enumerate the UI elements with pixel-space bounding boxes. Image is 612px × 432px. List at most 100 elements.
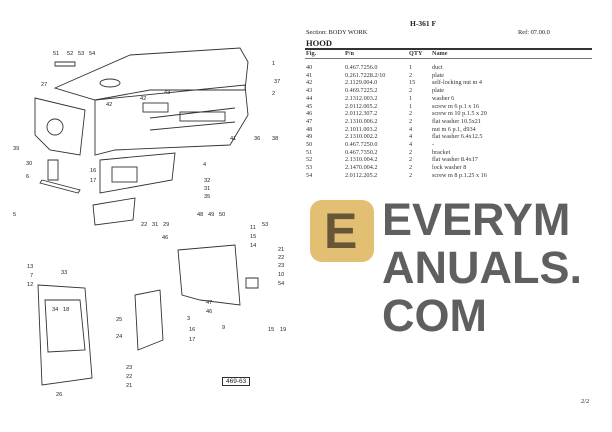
page-number: 2/2 — [581, 398, 590, 405]
callout-42: 42 — [106, 102, 112, 108]
cell-pn: 2.1312.003.2 — [345, 94, 378, 102]
callout-1: 1 — [272, 61, 275, 67]
model-title: H-361 F — [410, 19, 437, 28]
callout-21: 21 — [278, 247, 284, 253]
callout-41: 41 — [230, 136, 236, 142]
callout-6: 6 — [26, 174, 29, 180]
callout-46: 46 — [162, 235, 168, 241]
callout-4: 4 — [203, 162, 206, 168]
cell-pn: 2.1310.002.2 — [345, 133, 378, 141]
callout-15: 15 — [250, 234, 256, 240]
watermark-text: EVERYMANUALS.COM — [382, 194, 582, 341]
callout-38: 38 — [272, 136, 278, 142]
cell-name: self-locking nut m 4 — [432, 79, 483, 87]
diagram-ref-code: 469-63 — [222, 377, 251, 386]
cell-fig: 52 — [306, 156, 313, 164]
hood-top-panel — [53, 47, 249, 101]
cell-qty: 2 — [409, 110, 413, 118]
cell-name: lock washer 8 — [432, 164, 467, 172]
callout-54: 54 — [278, 281, 284, 287]
callout-22: 22 — [278, 255, 284, 261]
cell-fig: 53 — [306, 164, 313, 172]
col-pn: P/n — [345, 50, 354, 57]
callout-35: 35 — [204, 194, 210, 200]
cell-fig: 40 — [306, 64, 313, 71]
cell-fig: 48 — [306, 125, 313, 133]
callout-15: 15 — [268, 327, 274, 333]
cell-qty: 2 — [409, 164, 413, 172]
cell-fig: 45 — [306, 102, 313, 110]
cell-pn: 0.467.7256.0 — [345, 64, 378, 71]
cell-qty: 2 — [409, 148, 413, 156]
callout-13: 13 — [27, 264, 33, 270]
callout-17: 17 — [90, 178, 96, 184]
cell-pn: 0.467.7350.2 — [345, 148, 378, 156]
cell-name: screw m 10 p.1.5 x 20 — [432, 110, 487, 118]
cell-name: plate — [432, 87, 445, 95]
cell-fig: 51 — [306, 148, 313, 156]
cell-name: duct — [432, 64, 443, 71]
callout-29: 29 — [163, 222, 169, 228]
side-panel-9 — [177, 244, 241, 306]
callout-22: 22 — [126, 374, 132, 380]
callout-53: 53 — [78, 51, 84, 57]
callout-22: 22 — [141, 222, 147, 228]
cell-pn: 2.1011.003.2 — [345, 125, 378, 133]
cell-qty: 2 — [409, 71, 413, 79]
side-cover-4 — [99, 152, 176, 194]
cell-pn: 2.0112.307.2 — [345, 110, 378, 118]
side-panel-3 — [134, 289, 164, 351]
cell-name: flat washer 8.4x17 — [432, 156, 478, 164]
callout-2: 2 — [272, 91, 275, 97]
header-rule-bottom — [305, 58, 592, 59]
cell-fig: 49 — [306, 133, 313, 141]
callout-46: 46 — [206, 309, 212, 315]
callout-16: 16 — [189, 327, 195, 333]
callout-30: 30 — [26, 161, 32, 167]
cell-qty: 2 — [409, 156, 413, 164]
col-fig: Fig. — [306, 50, 317, 57]
cell-pn: 0.469.7225.2 — [345, 87, 378, 95]
callout-14: 14 — [250, 243, 256, 249]
callout-11: 11 — [250, 225, 256, 231]
cell-qty: 15 — [409, 79, 416, 87]
cell-pn: 0.261.7228.2/10 — [345, 71, 386, 79]
cell-pn: 2.1310.004.2 — [345, 156, 378, 164]
cell-fig: 50 — [306, 141, 313, 148]
callout-52: 52 — [67, 51, 73, 57]
table-row: 51 0.467.7350.2 2 bracket — [305, 149, 592, 157]
callout-36: 36 — [254, 136, 260, 142]
cell-qty: 4 — [409, 133, 413, 141]
callout-49: 49 — [208, 212, 214, 218]
watermark-logo-letter: E — [324, 203, 358, 259]
callout-47: 47 — [206, 300, 212, 306]
callout-7: 7 — [30, 273, 33, 279]
callout-27: 27 — [41, 82, 47, 88]
cell-pn: 0.467.7250.0 — [345, 141, 378, 148]
callout-39: 39 — [13, 146, 19, 152]
cell-qty: 4 — [409, 125, 413, 133]
callout-31: 31 — [204, 186, 210, 192]
callout-21: 21 — [126, 383, 132, 389]
callout-26: 26 — [56, 392, 62, 398]
grille-insert-5 — [92, 197, 136, 226]
callout-5: 5 — [13, 212, 16, 218]
hood-grille-panel — [94, 84, 249, 156]
group-title: HOOD — [306, 38, 332, 48]
cell-name: flat washer 6.4x12.5 — [432, 133, 483, 141]
cell-name: bracket — [432, 148, 451, 156]
watermark-logo: E — [310, 200, 374, 262]
callout-50: 50 — [219, 212, 225, 218]
front-grille-panel — [34, 97, 86, 156]
callout-3: 3 — [187, 316, 190, 322]
callout-23: 23 — [278, 263, 284, 269]
